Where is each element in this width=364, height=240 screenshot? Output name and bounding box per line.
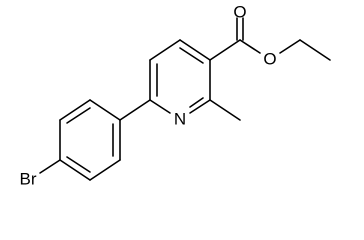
bond-c3-c4 [179, 39, 211, 61]
bond-c6-phenyl [119, 99, 151, 121]
bond-c2-methyl [209, 99, 241, 121]
bond-oester-ch2 [279, 39, 301, 54]
double-bond-ph2-ph3 [66, 107, 91, 124]
double-bond-n1-c2 [189, 97, 204, 108]
bond-ph2-ph3 [59, 99, 91, 121]
bond-ch2-ch3 [299, 39, 331, 61]
ring-nitrogen-label: N [174, 109, 186, 128]
bond-ph4-br [39, 159, 61, 174]
ester-oxygen-label: O [263, 49, 276, 68]
double-bond-c3-c4 [179, 47, 204, 64]
bond-ph5-ph6 [89, 159, 121, 181]
molecule-drawing: O O N Br [20, 2, 331, 188]
bond-ph1-ph2 [89, 99, 121, 121]
bond-n1-c2 [189, 99, 211, 114]
bond-carbonyl-oester [239, 39, 261, 54]
ester-group [209, 17, 331, 61]
double-bond-ph4-ph5 [66, 156, 91, 173]
bond-c4-c5 [149, 39, 181, 61]
carbonyl-oxygen-label: O [233, 2, 246, 21]
bond-c6-n1 [149, 99, 171, 114]
bond-ph4-ph5 [59, 159, 91, 181]
structure-diagram: O O N Br [20, 2, 331, 188]
bromine-label: Br [20, 169, 37, 188]
pyridine-ring [149, 39, 211, 114]
bond-c3-carbonyl [209, 39, 241, 61]
phenyl-ring [59, 99, 151, 181]
